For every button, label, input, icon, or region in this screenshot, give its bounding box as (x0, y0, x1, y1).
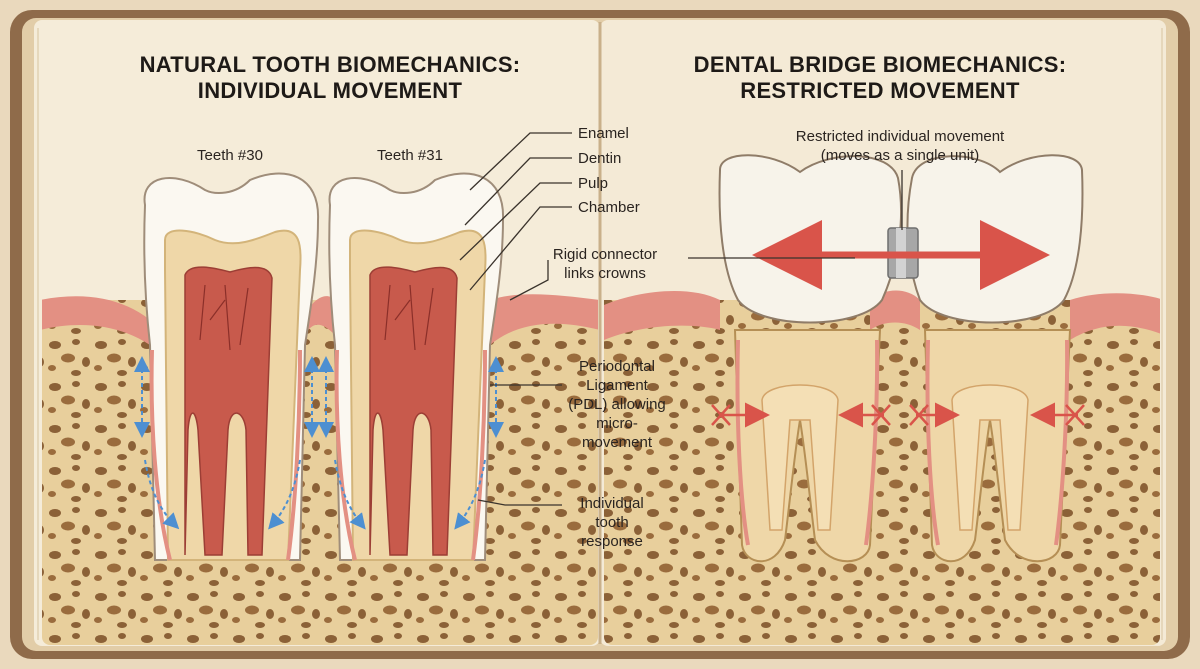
restricted-arrows (711, 402, 1085, 428)
enamel-label: Enamel (578, 125, 629, 142)
crown-right (906, 154, 1084, 324)
response-label-line3: response (581, 533, 643, 550)
pulp-label: Pulp (578, 175, 609, 192)
pdl-label-line2: Ligament (586, 377, 648, 394)
crown-left (718, 154, 902, 324)
response-label-line2: tooth (595, 514, 629, 531)
connector-label-line1: Rigid connector (552, 246, 658, 263)
gum-right (1070, 293, 1160, 340)
left-title-line2: INDIVIDUAL MOVEMENT (197, 78, 463, 103)
tooth-30-label: Teeth #30 (197, 147, 263, 164)
right-illustration (604, 154, 1160, 645)
dentin-label: Dentin (578, 150, 622, 167)
pdl-label-line5: movement (581, 434, 653, 451)
pulp-31 (369, 266, 458, 556)
tooth-31 (328, 172, 505, 561)
left-illustration (42, 172, 598, 645)
gum-left (490, 294, 598, 345)
chamber-label: Chamber (578, 199, 640, 216)
pdl-label-line1: Periodontal (579, 358, 655, 375)
right-title-line2: RESTRICTED MOVEMENT (740, 78, 1020, 103)
leader-lines-left (459, 132, 572, 506)
leader-lines-right (688, 170, 903, 259)
left-title-line1: NATURAL TOOTH BIOMECHANICS: (139, 52, 521, 77)
bone-right (604, 300, 1160, 645)
pulp-30 (184, 266, 273, 556)
response-label-line1: Individual (580, 495, 644, 512)
pdl-arrows (134, 356, 504, 530)
pdl-label-line3: (PDL) allowing (568, 396, 666, 413)
right-title-line1: DENTAL BRIDGE BIOMECHANICS: (693, 52, 1067, 77)
tooth-31-label: Teeth #31 (377, 147, 443, 164)
connector-label-line2: links crowns (564, 265, 646, 282)
restricted-label-line2: (moves as a single unit) (820, 147, 980, 164)
bone-left (42, 300, 598, 645)
restricted-label-line1: Restricted individual movement (795, 128, 1005, 145)
tooth-30 (143, 172, 320, 561)
pdl-label-line4: micro- (596, 415, 638, 432)
